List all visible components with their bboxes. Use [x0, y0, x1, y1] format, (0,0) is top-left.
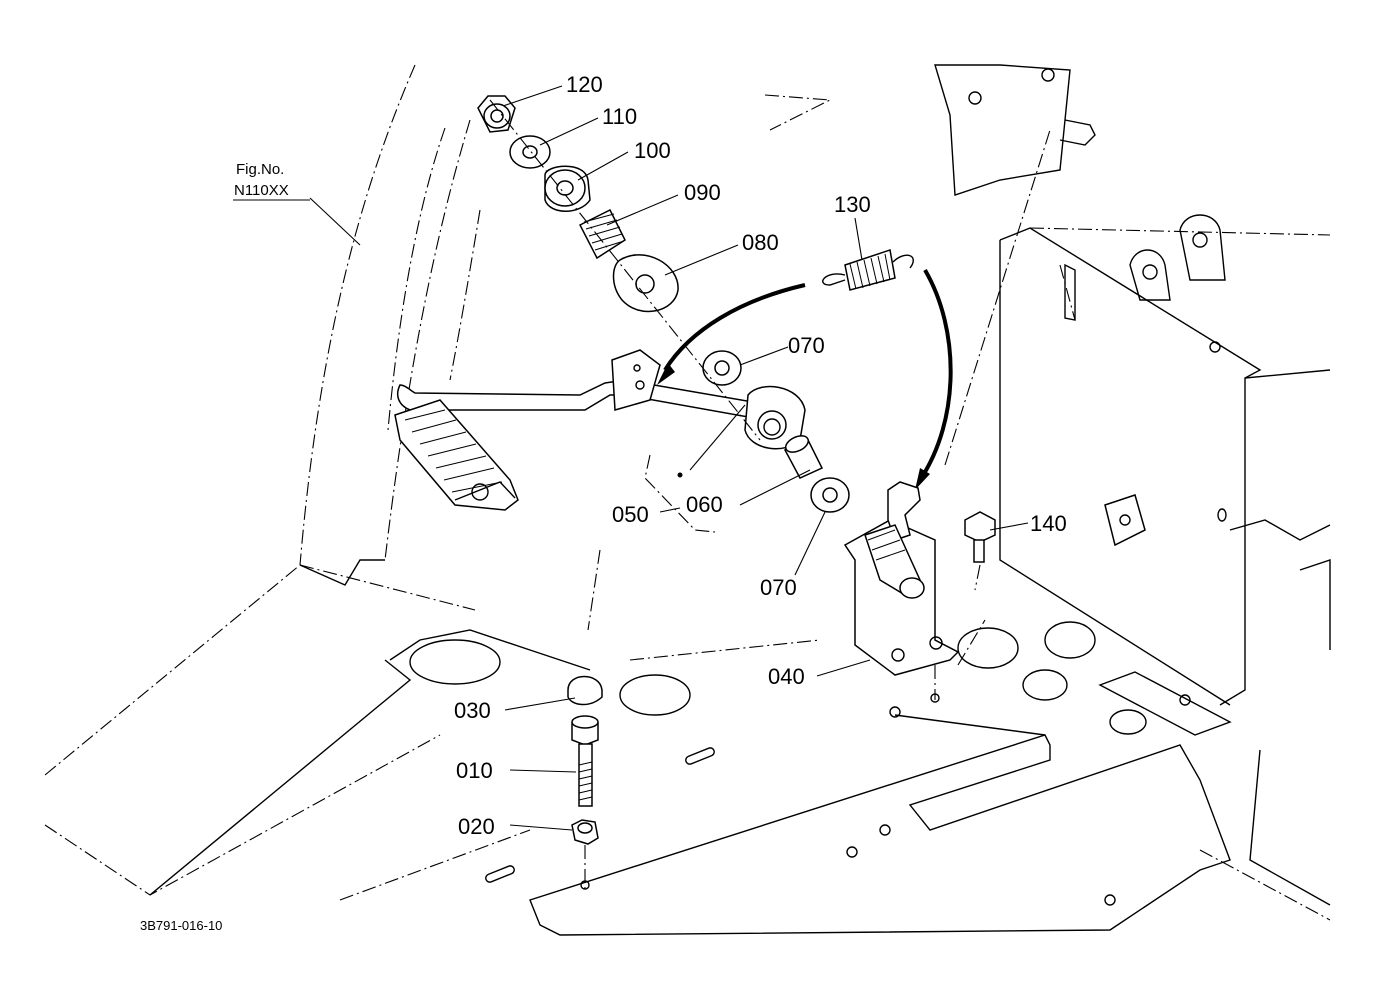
part-070-washer-upper [702, 350, 742, 386]
fig-no-value: N110XX [234, 182, 289, 199]
part-010-bolt [571, 715, 599, 807]
part-090-spring [578, 208, 626, 260]
background-frame [44, 64, 1331, 936]
label-090: 090 [684, 180, 721, 205]
part-110-washer [509, 135, 551, 169]
part-040-bracket [843, 481, 960, 676]
label-070-upper: 070 [788, 333, 825, 358]
label-130: 130 [834, 192, 871, 217]
label-100: 100 [634, 138, 671, 163]
leader-lines [309, 85, 1029, 831]
part-120-nut [477, 95, 516, 133]
label-060: 060 [686, 492, 723, 517]
label-030: 030 [454, 698, 491, 723]
part-130-tension-spring [822, 249, 914, 291]
label-070-lower: 070 [760, 575, 797, 600]
label-050: 050 [612, 502, 649, 527]
label-140: 140 [1030, 511, 1067, 536]
part-070-washer-lower [810, 477, 850, 513]
label-120: 120 [566, 72, 603, 97]
part-020-nut [571, 819, 599, 845]
label-080: 080 [742, 230, 779, 255]
part-050-pedal-assembly [394, 349, 806, 533]
drawing-code: 3B791-016-10 [140, 918, 222, 933]
part-080-plate [612, 254, 679, 313]
center-axis-lines [489, 99, 986, 890]
label-020: 020 [458, 814, 495, 839]
fig-no-label: Fig.No. [236, 161, 284, 178]
label-040: 040 [768, 664, 805, 689]
label-010: 010 [456, 758, 493, 783]
part-number-labels: 120 110 100 090 130 080 070 060 050 070 … [454, 72, 1067, 839]
part-140-bolt [964, 511, 996, 563]
label-110: 110 [602, 104, 637, 129]
part-030-cap [567, 675, 603, 706]
figure-reference: Fig.No. N110XX [233, 161, 310, 201]
part-060-bushing [783, 435, 824, 479]
assembly-arrows [657, 268, 953, 490]
part-100-bushing [544, 165, 591, 212]
